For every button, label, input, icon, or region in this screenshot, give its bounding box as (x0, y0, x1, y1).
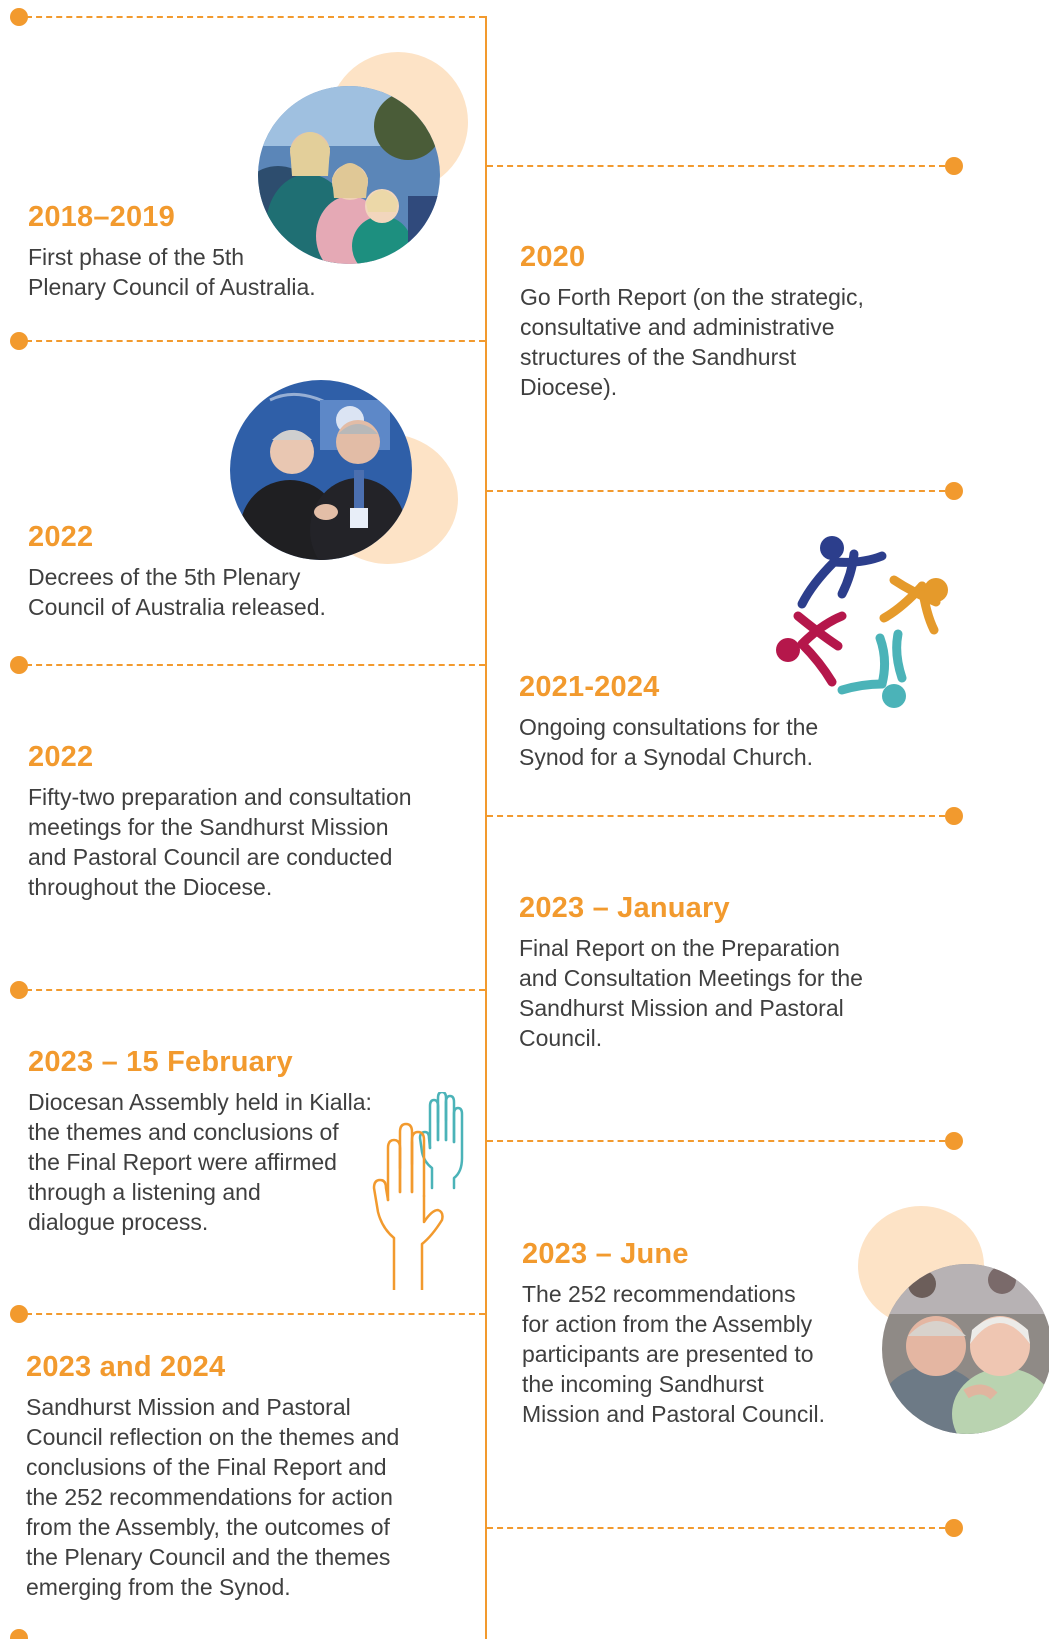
timeline-dot (945, 807, 963, 825)
raised-hands-icon (372, 1090, 468, 1292)
timeline-dot (945, 1519, 963, 1537)
timeline-entry: 2020 Go Forth Report (on the strategic, … (520, 240, 940, 402)
entry-description: Sandhurst Mission and Pastoral Council r… (26, 1394, 400, 1600)
timeline-entry: 2023 – January Final Report on the Prepa… (519, 891, 939, 1053)
entry-description: Ongoing consultations for the Synod for … (519, 714, 819, 770)
timeline-entry: 2023 – 15 February Diocesan Assembly hel… (28, 1045, 428, 1237)
timeline-connector (487, 1527, 945, 1529)
handshake-photo (230, 380, 412, 560)
entry-description: Diocesan Assembly held in Kialla: the th… (28, 1089, 372, 1235)
timeline-connector (26, 664, 485, 666)
timeline-entry: 2023 – June The 252 recommendations for … (522, 1237, 882, 1429)
timeline-dot (10, 1629, 28, 1639)
timeline-connector (487, 1140, 945, 1142)
entry-year: 2023 and 2024 (26, 1351, 226, 1383)
entry-description: Go Forth Report (on the strategic, consu… (520, 284, 864, 400)
timeline-dot (10, 981, 28, 999)
timeline-connector (26, 16, 485, 18)
synod-people-circle-icon (772, 534, 954, 712)
timeline-dot (10, 656, 28, 674)
timeline-dot (10, 8, 28, 26)
timeline-dot (945, 1132, 963, 1150)
entry-year: 2022 (28, 741, 94, 773)
timeline-dot (945, 157, 963, 175)
entry-year: 2022 (28, 521, 94, 553)
timeline-axis (485, 16, 487, 1639)
elderly-couple-photo (882, 1264, 1049, 1434)
entry-year: 2021-2024 (519, 671, 660, 703)
entry-description: Final Report on the Preparation and Cons… (519, 935, 863, 1051)
entry-year: 2023 – January (519, 892, 730, 924)
timeline-entry: 2021-2024 Ongoing consultations for the … (519, 670, 939, 772)
timeline-dot (10, 332, 28, 350)
timeline-dot (945, 482, 963, 500)
timeline-connector (487, 165, 945, 167)
entry-description: The 252 recommendations for action from … (522, 1281, 825, 1427)
timeline-connector (487, 490, 945, 492)
timeline-connector (26, 989, 485, 991)
timeline-entry: 2023 and 2024 Sandhurst Mission and Past… (26, 1350, 476, 1602)
entry-description: First phase of the 5th Plenary Council o… (28, 244, 316, 300)
timeline-dot (10, 1305, 28, 1323)
timeline-connector (26, 340, 485, 342)
entry-description: Fifty-two preparation and consultation m… (28, 784, 412, 900)
timeline-entry: 2022 Decrees of the 5th Plenary Council … (28, 520, 448, 622)
entry-year: 2023 – 15 February (28, 1046, 293, 1078)
entry-year: 2023 – June (522, 1238, 689, 1270)
timeline-entry: 2018–2019 First phase of the 5th Plenary… (28, 200, 448, 302)
timeline-connector (487, 815, 945, 817)
timeline-entry: 2022 Fifty-two preparation and consultat… (28, 740, 478, 902)
entry-year: 2018–2019 (28, 201, 175, 233)
timeline-connector (26, 1313, 485, 1315)
entry-year: 2020 (520, 241, 586, 273)
entry-description: Decrees of the 5th Plenary Council of Au… (28, 564, 326, 620)
